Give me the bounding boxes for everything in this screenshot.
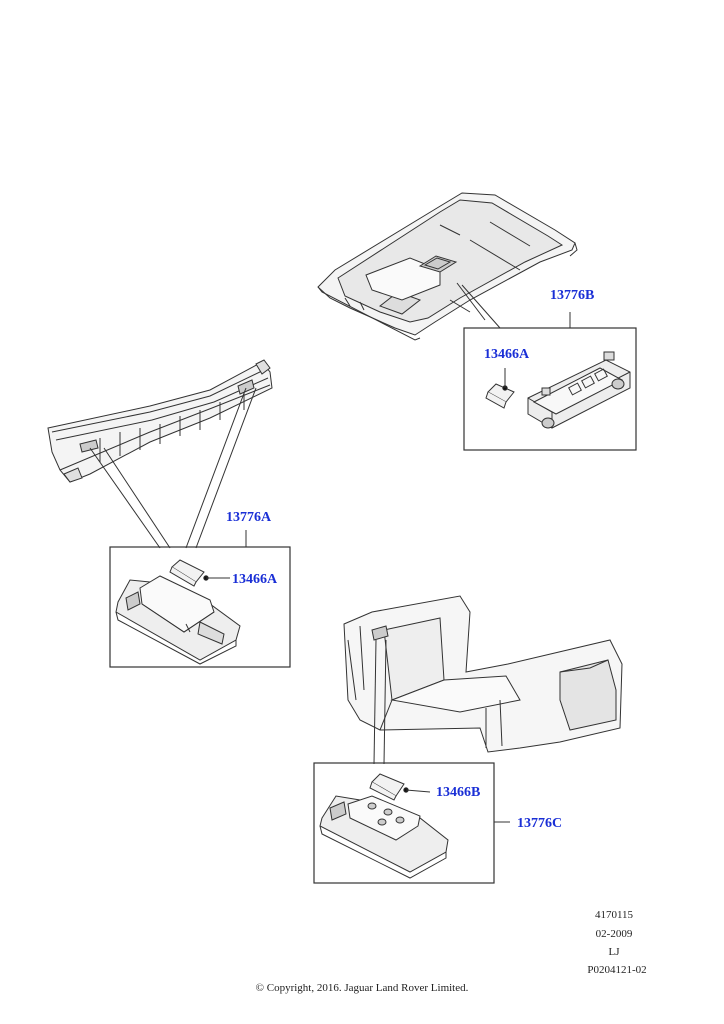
rear-rail-illustration (47, 359, 273, 483)
load-space-illustration (343, 595, 623, 753)
callout-assembly-b: 13776B (550, 288, 595, 303)
bulb-a-upper-illustration (485, 368, 515, 409)
callout-bulb-c: 13466B (436, 785, 481, 800)
lamp-a-illustration (115, 575, 241, 665)
detail-box-b (463, 327, 637, 451)
callout-assembly-c: 13776C (517, 816, 563, 831)
detail-box-c (313, 762, 495, 884)
headliner-illustration (317, 192, 578, 341)
callout-bulb-b: 13466A (484, 347, 530, 362)
diagram-code: 4170115 (594, 909, 634, 921)
diagram-reference: P0204121-02 (587, 964, 647, 976)
diagram-initials: LJ (608, 946, 620, 958)
callout-assembly-a: 13776A (226, 510, 272, 525)
detail-box-a (109, 546, 291, 668)
diagram-date: 02-2009 (595, 928, 633, 940)
callout-bulb-a: 13466A (232, 572, 278, 587)
bulb-a-lower-illustration (169, 559, 230, 587)
lamp-b-illustration (319, 795, 449, 879)
overhead-console-illustration (527, 351, 631, 429)
bulb-b-illustration (369, 773, 431, 801)
copyright-notice: © Copyright, 2016. Jaguar Land Rover Lim… (255, 982, 469, 994)
